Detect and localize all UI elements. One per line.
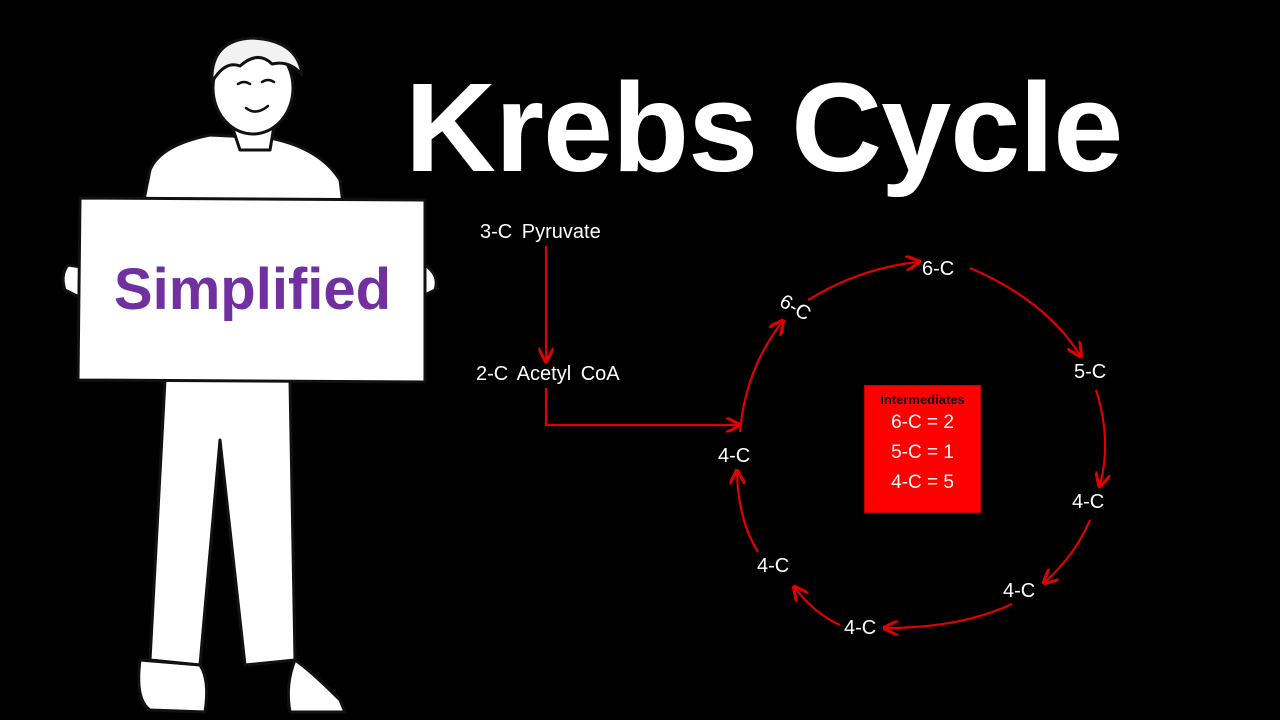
cycle-arrow-4c-left-to-6c-upper-left [738,322,782,433]
intermediates-line: 6-C = 2 [891,412,954,433]
cycle-arrow-4c-lower-right-to-4c-bottom [886,603,1013,628]
intermediates-heading: Intermediates [880,392,965,407]
cycle-node-4c-left: 4-C [718,445,751,467]
intermediates-line: 5-C = 1 [891,442,954,463]
pyruvate-label: 3-C Pyruvate [480,221,601,243]
acetyl-to-cycle-arrow [544,388,738,425]
page-title: Krebs Cycle [405,57,1123,198]
intermediates-line: 4-C = 5 [891,472,954,493]
cycle-arrow-4c-bottom-to-4c-lower-left [795,588,841,627]
cycle-arrow-5c-to-4c-right [1096,389,1105,485]
sign-label: Simplified [113,257,392,322]
cycle-node-6c-top: 6-C [922,258,955,280]
cycle-node-4c-lower-right: 4-C [1003,580,1036,602]
cycle-arrow-6c-upper-left-to-6c-top [807,262,918,301]
cycle-arrow-6c-top-to-5c [969,266,1080,355]
cycle-node-4c-bottom: 4-C [844,617,877,639]
person-illustration [61,36,438,714]
cycle-node-5c: 5-C [1074,361,1107,383]
acetyl-coa-label: 2-C Acetyl CoA [476,363,620,385]
cycle-node-4c-right: 4-C [1072,491,1105,513]
intermediates-box: Intermediates 6-C = 2 5-C = 1 4-C = 5 [864,385,981,513]
cycle-node-4c-lower-left: 4-C [757,555,790,577]
cycle-arrow-4c-lower-left-to-4c-left [737,472,759,553]
cycle-arrow-4c-right-to-4c-lower-right [1045,519,1092,582]
